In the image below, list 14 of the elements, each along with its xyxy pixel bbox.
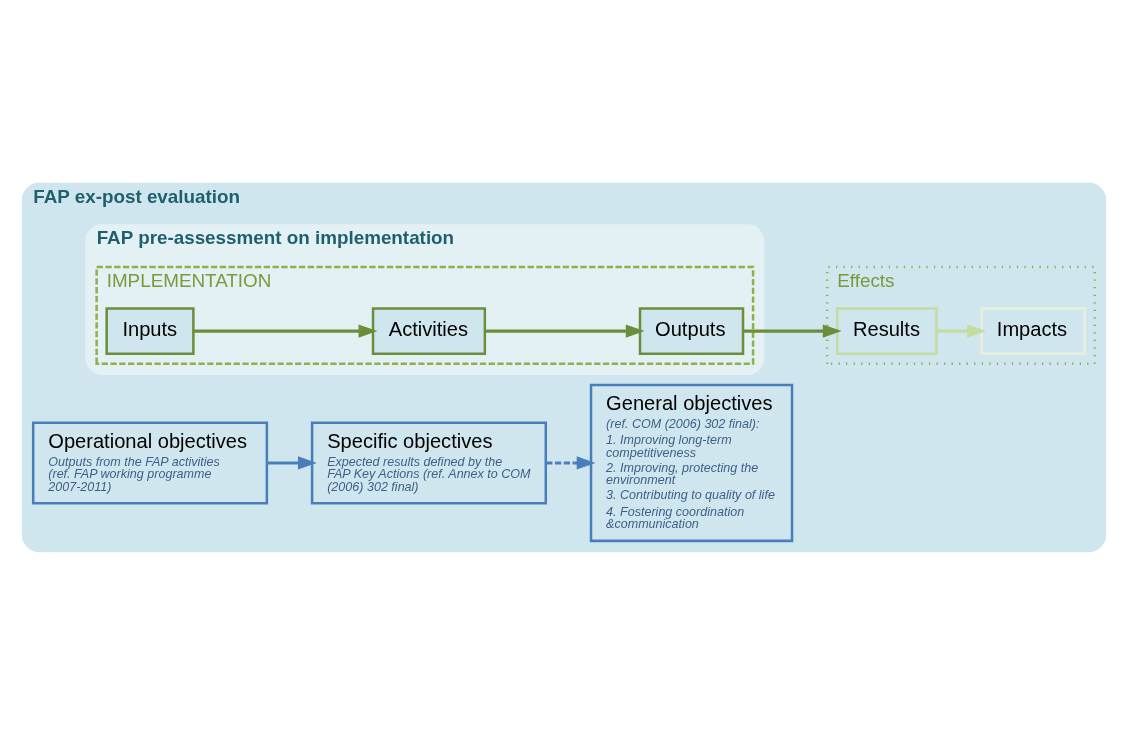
node-box: General objectives (ref. COM (2006) 302 final): 1. Improving long-term competitiveness 2. Improving, protecting the environment 3. Contributing to quality of life 4. Fostering coordination &communication xyxy=(589,383,794,543)
node-box: Impacts xyxy=(980,307,1086,355)
node-box: Operational objectives Outputs from the FAP activities (ref. FAP working programme 2007-2011) xyxy=(31,421,269,505)
node-box: Activities xyxy=(371,307,487,355)
arrow xyxy=(936,324,987,338)
arrow xyxy=(485,324,645,338)
arrow xyxy=(546,456,596,470)
node-box: Inputs xyxy=(105,307,195,355)
arrow xyxy=(743,324,842,338)
node-box: Results xyxy=(836,307,938,355)
node-box: Specific objectives Expected results defined by the FAP Key Actions (ref. Annex to COM (2006) 302 final) xyxy=(310,421,548,505)
node-box: Outputs xyxy=(638,307,745,355)
arrow xyxy=(193,324,378,338)
arrow xyxy=(266,456,317,470)
